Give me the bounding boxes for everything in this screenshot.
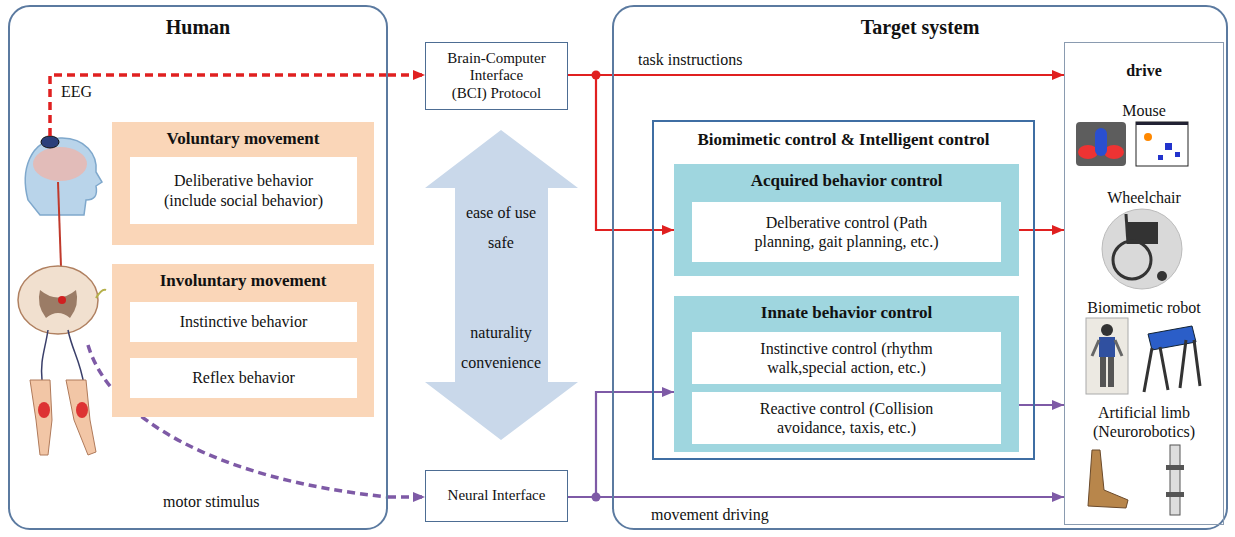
- panel: Target systemBiomimetic control & Intell…: [612, 5, 1228, 530]
- mouse-icon-part: [1136, 122, 1188, 125]
- mouse-icon-part: [1144, 133, 1152, 141]
- wheelchair-icon-part: [1157, 271, 1167, 281]
- annotation-label: safe: [488, 233, 514, 252]
- box-text: Instinctive control (rhythm walk,special…: [700, 339, 993, 377]
- robot-icon-part: [1108, 357, 1114, 387]
- box-heading: Acquired behavior control: [674, 171, 1019, 191]
- control-box: Instinctive control (rhythm walk,special…: [692, 332, 1001, 384]
- box-text: Delberative control (Path planning, gait…: [700, 213, 993, 251]
- control-group: Acquired behavior controlDelberative con…: [674, 164, 1019, 276]
- mouse-icon-part: [1165, 143, 1172, 150]
- wheelchair-icon-part: [1113, 241, 1151, 279]
- human-figure-part: [18, 266, 98, 334]
- robot-icon-part: [1101, 324, 1113, 336]
- limb-icon-part: [1166, 492, 1184, 497]
- edge-label: task instructions: [635, 50, 745, 69]
- box-heading: Voluntary movement: [112, 129, 374, 149]
- human-figure-part: [58, 296, 66, 304]
- mouse-icon-part: [1158, 155, 1163, 160]
- human-figure-part: [25, 138, 102, 215]
- wheelchair-icon-part: [1126, 214, 1128, 244]
- box-text: Instinctive behavior: [180, 312, 308, 331]
- annotation-label: convenience: [461, 353, 541, 372]
- box-heading: Target system: [614, 15, 1226, 39]
- device-name: Artificial limb (Neurorobotics): [1069, 403, 1219, 441]
- signal-arrow: [388, 73, 425, 77]
- device-name: Wheelchair: [1069, 188, 1219, 207]
- behavior-box: Instinctive behavior: [130, 302, 357, 342]
- wheelchair-icon: [1102, 209, 1182, 289]
- human-figure-part: [38, 402, 50, 418]
- limb-icon: [1088, 445, 1184, 515]
- robot-icon-part: [1099, 337, 1115, 357]
- behavior-box: Deliberative behavior (include social be…: [130, 157, 357, 224]
- signal-arrow: [388, 495, 425, 499]
- interface-box: Brain-Computer Interface (BCI) Protocol: [425, 42, 568, 110]
- annotation-label: motor stimulus: [160, 492, 262, 511]
- box-heading: Human: [10, 15, 386, 39]
- limb-icon-part: [1166, 465, 1184, 470]
- control-box: Delberative control (Path planning, gait…: [692, 202, 1001, 262]
- signal-arrow: [1019, 229, 1064, 231]
- human-figure-part: [76, 402, 88, 418]
- robot-icon-part: [1092, 340, 1122, 356]
- signal-arrow: [568, 74, 1064, 76]
- signal-arrow: [1019, 404, 1064, 406]
- robot-icon-part: [1148, 326, 1196, 350]
- human-figure-part: [33, 147, 87, 181]
- annotation-label: naturality: [470, 323, 531, 342]
- control-box: Biomimetic control & Intelligent control…: [652, 120, 1035, 460]
- robot-icon: [1086, 318, 1200, 394]
- robot-icon-part: [1086, 318, 1128, 394]
- box-heading: Biomimetic control & Intelligent control: [654, 130, 1033, 150]
- control-group: Innate behavior controlInstinctive contr…: [674, 296, 1019, 452]
- box-text: Brain-Computer Interface (BCI) Protocol: [434, 50, 559, 102]
- mouse-icon-part: [1095, 128, 1107, 156]
- box-heading: Innate behavior control: [674, 303, 1019, 323]
- motor-signal-line: [88, 345, 388, 497]
- wheelchair-icon-part: [1102, 209, 1182, 289]
- device-name: Biomimetic robot: [1069, 298, 1219, 317]
- double-arrow: [425, 130, 578, 440]
- box-text: Reflex behavior: [192, 368, 295, 387]
- human-figure-part: [30, 380, 52, 455]
- signal-arrow: [568, 496, 1064, 498]
- device-box: driveMouseWheelchairBiomimetic robotArti…: [1064, 42, 1224, 525]
- human-figure-part: [41, 136, 59, 148]
- human-figure-part: [39, 290, 77, 318]
- signal-arrow: [568, 75, 674, 230]
- mouse-icon-part: [1136, 122, 1188, 166]
- signal-arrow: [568, 392, 674, 497]
- box-text: Reactive control (Collision avoidance, t…: [700, 399, 993, 437]
- annotation-label: ease of use: [466, 203, 536, 222]
- robot-icon-part: [1100, 357, 1106, 387]
- human-figure-part: [42, 330, 84, 385]
- human-figure: [18, 136, 106, 455]
- device-name: Mouse: [1069, 101, 1219, 120]
- mouse-icon-part: [1175, 152, 1180, 157]
- category-box: Involuntary movementInstinctive behavior…: [112, 264, 374, 417]
- category-box: Voluntary movementDeliberative behavior …: [112, 122, 374, 245]
- limb-icon-part: [1088, 450, 1128, 508]
- annotation-label: EEG: [58, 82, 95, 101]
- box-title: drive: [1069, 61, 1219, 80]
- limb-icon-part: [1170, 445, 1180, 515]
- box-text: Deliberative behavior (include social be…: [138, 171, 349, 209]
- behavior-box: Reflex behavior: [130, 358, 357, 398]
- human-figure-part: [66, 380, 96, 455]
- edge-label: movement driving: [648, 505, 772, 524]
- robot-icon-part: [1144, 340, 1200, 392]
- control-box: Reactive control (Collision avoidance, t…: [692, 392, 1001, 444]
- human-figure-part: [96, 290, 106, 298]
- interface-box: Neural Interface: [425, 470, 568, 522]
- box-text: Neural Interface: [448, 487, 546, 504]
- mouse-icon-part: [1076, 122, 1126, 166]
- mouse-icon: [1076, 122, 1188, 166]
- box-heading: Involuntary movement: [112, 271, 374, 291]
